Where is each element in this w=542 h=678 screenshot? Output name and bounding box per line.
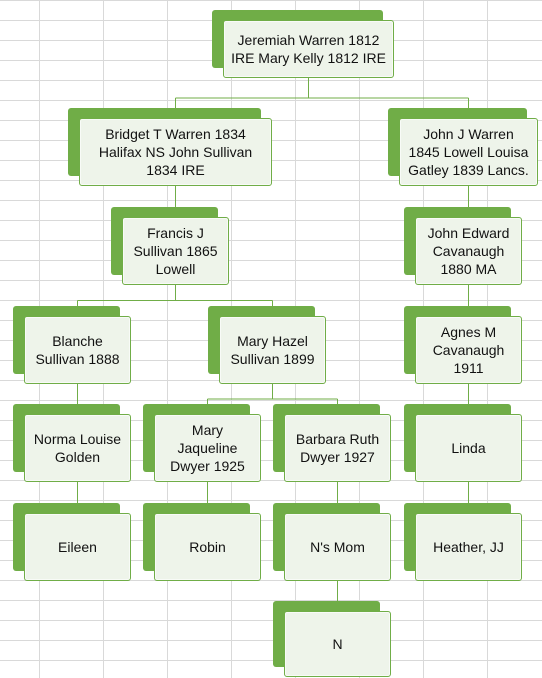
person-node-robin[interactable]: Robin bbox=[143, 503, 261, 581]
person-node-heather[interactable]: Heather, JJ bbox=[404, 503, 522, 581]
person-name-text: Mary Jaqueline Dwyer 1925 bbox=[170, 422, 245, 474]
person-name-text: Eileen bbox=[58, 539, 97, 555]
person-node-blanche[interactable]: Blanche Sullivan 1888 bbox=[13, 306, 131, 384]
person-name-card: John J Warren 1845 Lowell Louisa Gatley … bbox=[399, 118, 538, 186]
person-name-card: N bbox=[284, 611, 391, 677]
person-name-card: Blanche Sullivan 1888 bbox=[24, 316, 131, 384]
person-name-text: Norma Louise Golden bbox=[33, 431, 122, 465]
person-name-text: Blanche Sullivan 1888 bbox=[35, 333, 120, 367]
person-name-card: Barbara Ruth Dwyer 1927 bbox=[284, 414, 391, 482]
person-node-john-j[interactable]: John J Warren 1845 Lowell Louisa Gatley … bbox=[388, 108, 538, 186]
person-name-text: John J Warren 1845 Lowell Louisa Gatley … bbox=[408, 126, 529, 178]
person-node-norma[interactable]: Norma Louise Golden bbox=[13, 404, 131, 482]
person-node-francis[interactable]: Francis J Sullivan 1865 Lowell bbox=[111, 207, 229, 285]
person-name-card: Heather, JJ bbox=[415, 513, 522, 581]
person-name-text: Mary Hazel Sullivan 1899 bbox=[230, 333, 315, 367]
person-name-card: Agnes M Cavanaugh 1911 bbox=[415, 316, 522, 384]
person-name-card: Robin bbox=[154, 513, 261, 581]
person-name-card: Eileen bbox=[24, 513, 131, 581]
person-node-barbara[interactable]: Barbara Ruth Dwyer 1927 bbox=[273, 404, 391, 482]
person-name-text: Linda bbox=[451, 440, 486, 456]
person-name-card: Linda bbox=[415, 414, 522, 482]
person-name-card: Bridget T Warren 1834 Halifax NS John Su… bbox=[79, 118, 272, 186]
person-name-card: Mary Jaqueline Dwyer 1925 bbox=[154, 414, 261, 482]
person-name-card: Francis J Sullivan 1865 Lowell bbox=[122, 217, 229, 285]
person-node-eileen[interactable]: Eileen bbox=[13, 503, 131, 581]
person-name-card: Jeremiah Warren 1812 IRE Mary Kelly 1812… bbox=[223, 20, 394, 78]
person-name-text: Jeremiah Warren 1812 IRE Mary Kelly 1812… bbox=[231, 32, 386, 66]
person-name-card: N's Mom bbox=[284, 513, 391, 581]
person-node-mary-jaqueline[interactable]: Mary Jaqueline Dwyer 1925 bbox=[143, 404, 261, 482]
person-node-mary-hazel[interactable]: Mary Hazel Sullivan 1899 bbox=[208, 306, 326, 384]
person-name-text: N's Mom bbox=[310, 539, 365, 555]
person-name-text: Agnes M Cavanaugh 1911 bbox=[432, 324, 505, 376]
person-name-text: Bridget T Warren 1834 Halifax NS John Su… bbox=[98, 126, 253, 178]
person-name-card: John Edward Cavanaugh 1880 MA bbox=[415, 217, 522, 285]
person-name-text: N bbox=[332, 636, 343, 652]
person-name-card: Norma Louise Golden bbox=[24, 414, 131, 482]
person-node-bridget[interactable]: Bridget T Warren 1834 Halifax NS John Su… bbox=[68, 108, 272, 186]
person-name-text: Robin bbox=[189, 539, 226, 555]
person-name-card: Mary Hazel Sullivan 1899 bbox=[219, 316, 326, 384]
person-name-text: Barbara Ruth Dwyer 1927 bbox=[295, 431, 380, 465]
person-node-linda[interactable]: Linda bbox=[404, 404, 522, 482]
person-name-text: Heather, JJ bbox=[433, 539, 504, 555]
person-node-agnes[interactable]: Agnes M Cavanaugh 1911 bbox=[404, 306, 522, 384]
person-name-text: Francis J Sullivan 1865 Lowell bbox=[133, 225, 218, 277]
person-node-jeremiah[interactable]: Jeremiah Warren 1812 IRE Mary Kelly 1812… bbox=[212, 10, 394, 78]
person-name-text: John Edward Cavanaugh 1880 MA bbox=[427, 225, 510, 277]
person-node-n[interactable]: N bbox=[273, 601, 391, 677]
person-node-john-edward[interactable]: John Edward Cavanaugh 1880 MA bbox=[404, 207, 522, 285]
person-node-ns-mom[interactable]: N's Mom bbox=[273, 503, 391, 581]
